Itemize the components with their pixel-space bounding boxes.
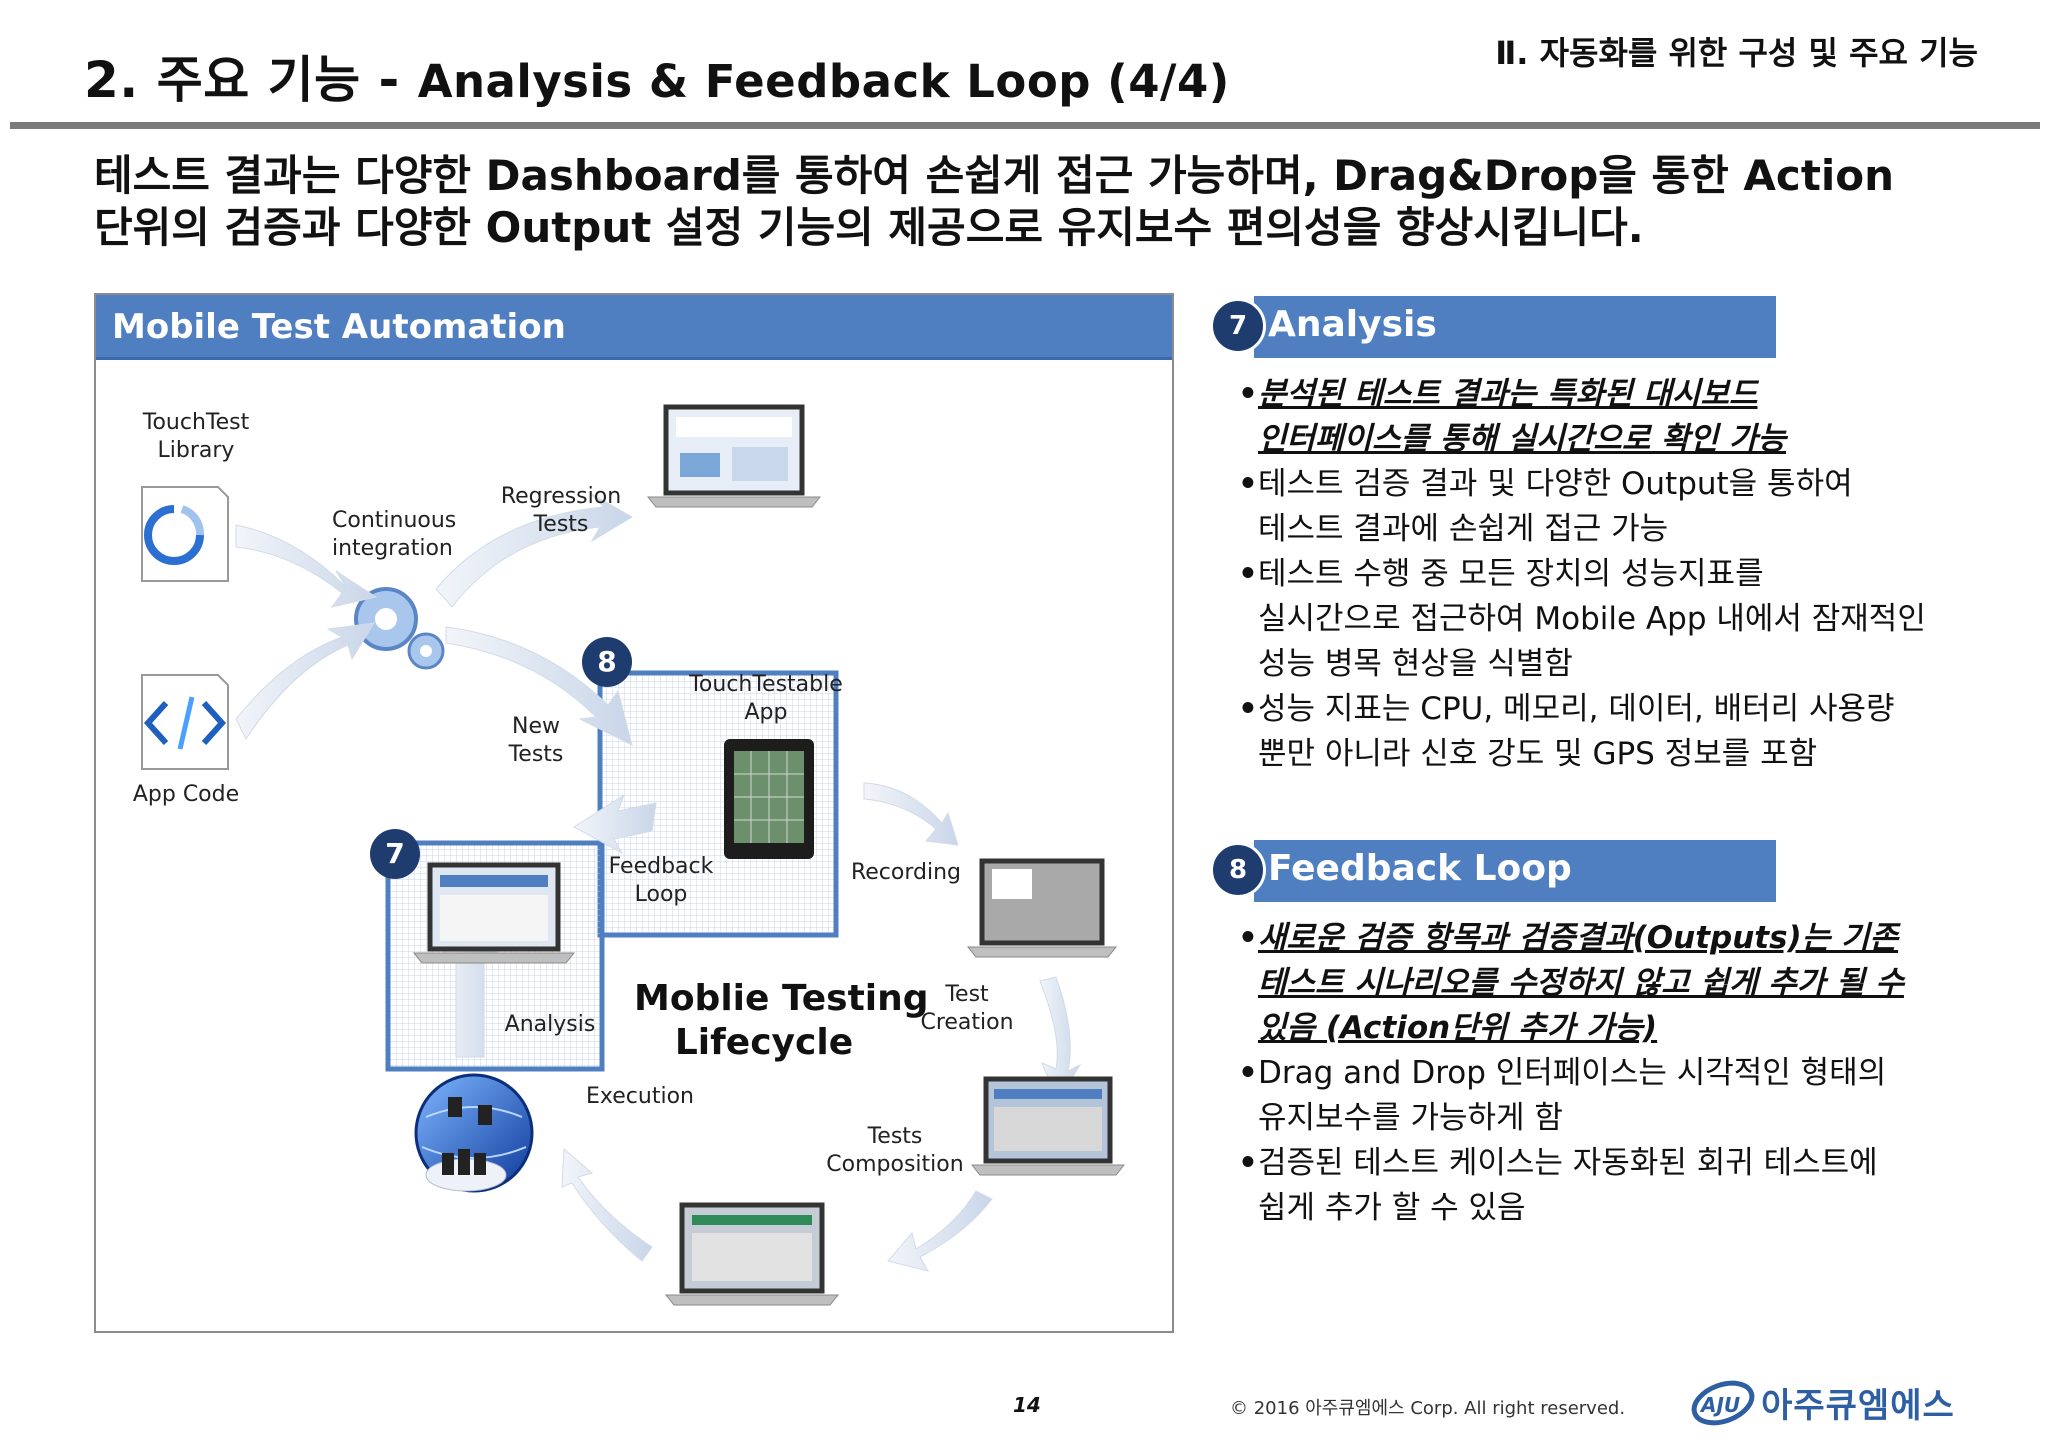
bullet-dot: • bbox=[1238, 1145, 1258, 1181]
arrow-feedback bbox=[573, 793, 657, 855]
analysis-laptop-icon bbox=[412, 862, 576, 964]
label-recording: Recording bbox=[850, 860, 962, 885]
feedback-section-badge: 8 bbox=[1210, 842, 1266, 898]
arrow-library-to-ci bbox=[235, 524, 378, 608]
header-divider bbox=[10, 122, 2040, 129]
panel-title: Mobile Test Automation bbox=[112, 307, 566, 347]
bullet-line: 분석된 테스트 결과는 특화된 대시보드 bbox=[1258, 376, 1758, 412]
bullet-line: 유지보수를 가능하게 함 bbox=[1258, 1100, 1563, 1136]
analysis-section-title: Analysis bbox=[1268, 304, 1437, 345]
bullet-line: 성능 지표는 CPU, 메모리, 데이터, 배터리 사용량 bbox=[1258, 691, 1895, 727]
aju-logo-mark-icon: AJU bbox=[1691, 1380, 1755, 1425]
feedback-section-header: Feedback Loop bbox=[1254, 840, 1776, 902]
bullet-dot: • bbox=[1238, 1055, 1258, 1091]
bullet-line: 테스트 검증 결과 및 다양한 Output을 통하여 bbox=[1258, 466, 1853, 502]
arrow-ci-to-new-tests bbox=[445, 626, 633, 746]
company-logo: AJU 아주큐엠에스 bbox=[1690, 1378, 1955, 1427]
title-english: Analysis & Feedback Loop (4/4) bbox=[417, 55, 1230, 108]
title-number: 2. 주요 기능 bbox=[84, 51, 361, 109]
feedback-section-title: Feedback Loop bbox=[1268, 848, 1572, 889]
section-label: Ⅱ. 자동화를 위한 구성 및 주요 기능 bbox=[1495, 34, 1978, 72]
title-separator: - bbox=[360, 51, 418, 109]
bullet-line: 테스트 결과에 손쉽게 접근 가능 bbox=[1258, 511, 1669, 547]
composition-laptop-icon bbox=[664, 1202, 840, 1306]
library-document-icon bbox=[141, 486, 229, 582]
bullet-line: 성능 병목 현상을 식별함 bbox=[1258, 646, 1573, 682]
creation-laptop-icon bbox=[970, 1076, 1126, 1176]
bullet-dot: • bbox=[1238, 466, 1258, 502]
bullet-dot: • bbox=[1238, 556, 1258, 592]
arrow-to-execution bbox=[561, 1147, 653, 1262]
code-document-icon bbox=[141, 674, 229, 770]
bullet-line: 뿐만 아니라 신호 강도 및 GPS 정보를 포함 bbox=[1258, 736, 1818, 772]
recording-laptop-icon bbox=[966, 858, 1118, 958]
arrow-ci-to-regression bbox=[435, 492, 633, 608]
cloud-globe-icon bbox=[414, 1073, 534, 1193]
arrow-code-to-ci bbox=[235, 622, 375, 740]
bullet-line: 쉽게 추가 할 수 있음 bbox=[1258, 1190, 1526, 1226]
page-title: 2. 주요 기능 - Analysis & Feedback Loop (4/4… bbox=[84, 40, 1230, 112]
bullet-line: Drag and Drop 인터페이스는 시각적인 형태의 bbox=[1258, 1055, 1887, 1091]
label-app-code: App Code bbox=[132, 782, 240, 807]
diagram-panel: Mobile Test Automation bbox=[94, 293, 1174, 1333]
arrow-to-recording bbox=[863, 782, 959, 846]
analysis-section-badge: 7 bbox=[1210, 298, 1266, 354]
bullet-line: 테스트 수행 중 모든 장치의 성능지표를 bbox=[1258, 556, 1764, 592]
bullet-dot: • bbox=[1238, 376, 1258, 412]
bullet-line: 실시간으로 접근하여 Mobile App 내에서 잠재적인 bbox=[1258, 601, 1926, 637]
badge-analysis-7: 7 bbox=[370, 829, 420, 879]
lead-line-2: 단위의 검증과 다양한 Output 설정 기능의 제공으로 유지보수 편의성을… bbox=[94, 203, 1644, 252]
label-analysis: Analysis bbox=[504, 1012, 596, 1037]
logo-wordmark: 아주큐엠에스 bbox=[1761, 1386, 1955, 1426]
bullet-dot: • bbox=[1238, 920, 1258, 956]
gears-icon bbox=[354, 587, 445, 670]
copyright-text: © 2016 아주큐엠에스 Corp. All right reserved. bbox=[1230, 1398, 1626, 1419]
panel-header: Mobile Test Automation bbox=[96, 295, 1172, 360]
bullet-dot: • bbox=[1238, 691, 1258, 727]
bullet-line: 새로운 검증 항목과 검증결과(Outputs)는 기존 bbox=[1258, 920, 1899, 956]
label-execution: Execution bbox=[586, 1084, 694, 1109]
bullet-line: 테스트 시나리오를 수정하지 않고 쉽게 추가 될 수 bbox=[1258, 965, 1904, 1001]
lead-text: 테스트 결과는 다양한 Dashboard를 통하여 손쉽게 접근 가능하며, … bbox=[94, 150, 1994, 254]
lead-line-1: 테스트 결과는 다양한 Dashboard를 통하여 손쉽게 접근 가능하며, … bbox=[94, 151, 1895, 200]
bullet-line: 있음 (Action단위 추가 가능) bbox=[1258, 1010, 1658, 1046]
bullet-line: 검증된 테스트 케이스는 자동화된 회귀 테스트에 bbox=[1258, 1145, 1878, 1181]
logo-mark-text: AJU bbox=[1699, 1393, 1740, 1417]
analysis-section-header: Analysis bbox=[1254, 296, 1776, 358]
regression-laptop-icon bbox=[646, 404, 822, 508]
arrow-to-composition bbox=[887, 1190, 993, 1272]
bullet-line: 인터페이스를 통해 실시간으로 확인 가능 bbox=[1258, 421, 1787, 457]
tablet-chess-icon bbox=[724, 739, 814, 859]
badge-feedback-8: 8 bbox=[582, 637, 632, 687]
diagram-graphics bbox=[141, 404, 1126, 1306]
page-number: 14 bbox=[1013, 1393, 1041, 1417]
